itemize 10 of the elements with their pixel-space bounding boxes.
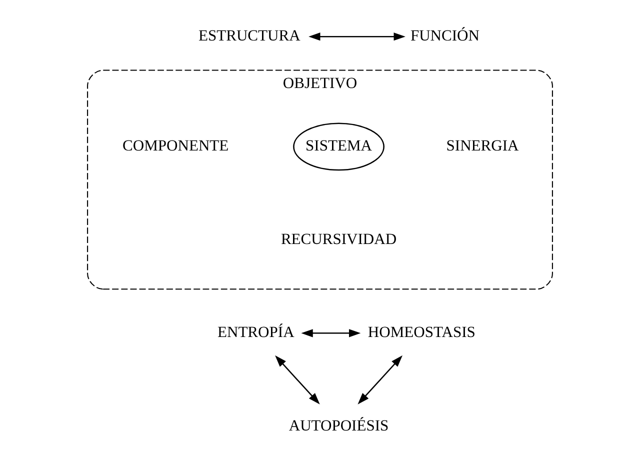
node-text: ENTROPÍA [216,324,294,342]
arrow [300,329,360,338]
node-text: FUNCIÓN [410,28,479,45]
node-text: AUTOPOIÉSIS [288,417,388,434]
arrow [357,355,402,404]
arrow [308,32,405,41]
arrow [274,355,320,404]
node-text: HOMEOSTASIS [367,324,475,342]
node-ellipse: SISTEMA [292,122,384,171]
node-text: ESTRUCTURA [198,28,300,45]
